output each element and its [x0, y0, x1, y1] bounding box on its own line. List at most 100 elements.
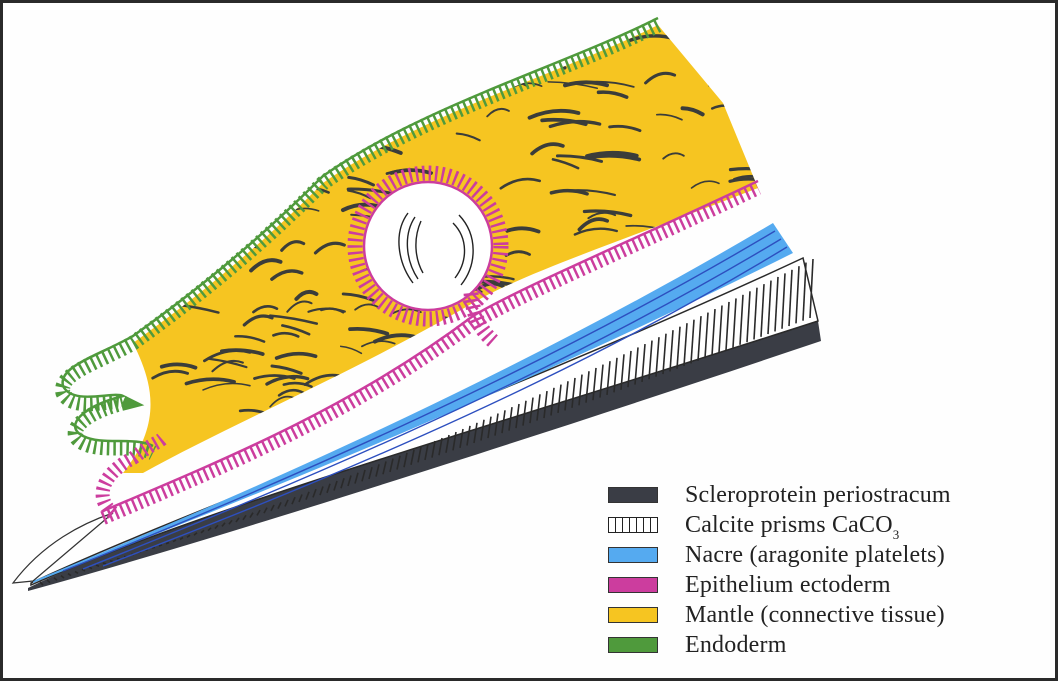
- mantle-fiber: [356, 102, 406, 105]
- mantle-fiber: [542, 29, 563, 37]
- mantle-fiber: [190, 40, 215, 45]
- mantle-fiber: [136, 275, 181, 281]
- mantle-fiber: [721, 374, 753, 377]
- mantle-fiber: [614, 293, 638, 300]
- mantle-fiber: [229, 94, 254, 100]
- mantle-fiber: [563, 311, 603, 316]
- mantle-fiber: [226, 70, 264, 75]
- mantle-fiber: [215, 136, 250, 142]
- mantle-fiber: [320, 58, 342, 63]
- mantle-fiber: [577, 460, 615, 465]
- mantle-fiber: [577, 441, 612, 450]
- mantle-fiber: [676, 246, 721, 249]
- mantle-fiber: [511, 325, 534, 330]
- mantle-fiber: [310, 97, 334, 103]
- legend-swatch-periostracum: [608, 487, 658, 503]
- mantle-fiber: [755, 368, 802, 372]
- mantle-fiber: [620, 447, 643, 453]
- mantle-fiber: [351, 137, 380, 142]
- mantle-fiber: [535, 454, 558, 458]
- mantle-fiber: [143, 40, 191, 47]
- mantle-fiber: [142, 254, 175, 257]
- mantle-fiber: [406, 35, 427, 39]
- mantle-fiber: [576, 292, 598, 298]
- mantle-fiber: [681, 403, 712, 408]
- legend-label-endoderm: Endoderm: [685, 632, 787, 659]
- mantle-fiber: [440, 46, 477, 50]
- legend-item-nacre: Nacre (aragonite platelets): [608, 540, 951, 570]
- mantle-fiber: [237, 119, 265, 127]
- mantle-fiber: [212, 102, 235, 106]
- mantle-fiber: [458, 462, 487, 471]
- legend-item-epithelium: Epithelium ectoderm: [608, 570, 951, 600]
- mantle-fiber: [478, 39, 508, 44]
- mantle-fiber: [257, 138, 290, 144]
- mantle-fiber: [449, 474, 469, 478]
- mantle-fiber: [236, 56, 284, 64]
- mantle-fiber: [270, 135, 303, 142]
- mantle-fiber: [176, 58, 202, 64]
- mantle-fiber: [728, 385, 760, 394]
- mantle-fiber: [405, 65, 454, 68]
- legend-label-calcite: Calcite prisms CaCO3: [685, 512, 899, 539]
- legend-label-nacre: Nacre (aragonite platelets): [685, 542, 945, 569]
- mantle-fiber: [197, 250, 237, 253]
- mantle-fiber: [240, 48, 286, 57]
- mantle-fiber: [226, 92, 270, 96]
- mantle-fiber: [125, 247, 156, 250]
- mantle-fiber: [391, 83, 428, 87]
- mantle-fiber: [341, 72, 382, 80]
- legend-label-epithelium: Epithelium ectoderm: [685, 572, 891, 599]
- mantle-fiber: [419, 42, 465, 49]
- mantle-fiber: [147, 46, 196, 49]
- mantle-fiber: [452, 41, 484, 49]
- mantle-fiber: [741, 34, 774, 37]
- mantle-fiber: [264, 86, 292, 95]
- calcite-prism: [96, 565, 99, 566]
- calcite-prism: [159, 545, 162, 546]
- mantle-fiber: [376, 401, 401, 406]
- mantle-fiber: [169, 130, 194, 133]
- mantle-fiber: [739, 80, 774, 87]
- mantle-fiber: [667, 433, 711, 438]
- calcite-prism: [103, 563, 106, 564]
- mantle-fiber: [199, 109, 228, 119]
- mantle-fiber: [548, 439, 571, 446]
- mantle-fiber: [177, 219, 197, 222]
- mantle-fiber: [347, 118, 377, 121]
- legend-label-calcite-text: Calcite prisms CaCO: [685, 512, 893, 538]
- mantle-fiber: [179, 97, 210, 105]
- mantle-fiber: [654, 258, 678, 265]
- mantle-fiber: [127, 191, 165, 195]
- mantle-fiber: [576, 30, 603, 39]
- mantle-fiber: [290, 155, 318, 162]
- legend-label-periostracum: Scleroprotein periostracum: [685, 482, 951, 509]
- mantle-fiber: [741, 385, 789, 392]
- mantle-fiber: [228, 24, 267, 33]
- mantle-fiber: [762, 32, 783, 39]
- mantle-fiber: [218, 245, 258, 248]
- calcite-prism: [110, 561, 113, 562]
- legend-label-calcite-subscript: 3: [893, 527, 900, 542]
- mantle-fiber: [189, 227, 232, 237]
- mantle-fiber: [498, 321, 533, 330]
- mantle-fiber: [627, 476, 650, 479]
- legend: Scleroprotein periostracum Calcite prism…: [608, 480, 951, 660]
- mantle-fiber: [159, 146, 194, 149]
- mantle-fiber: [193, 238, 225, 249]
- mantle-fiber: [556, 451, 582, 456]
- mantle-fiber: [725, 94, 754, 101]
- mantle-fiber: [209, 87, 254, 93]
- mantle-fiber: [179, 169, 212, 173]
- mantle-fiber: [507, 37, 545, 45]
- legend-swatch-nacre: [608, 547, 658, 563]
- legend-label-mantle: Mantle (connective tissue): [685, 602, 945, 629]
- mantle-fiber: [366, 67, 402, 74]
- mantle-fiber: [709, 85, 750, 89]
- mantle-fiber: [217, 176, 240, 181]
- legend-item-mantle: Mantle (connective tissue): [608, 600, 951, 630]
- mantle-fiber: [203, 30, 247, 40]
- legend-item-calcite: Calcite prisms CaCO3: [608, 510, 951, 540]
- mantle-fiber: [750, 34, 773, 38]
